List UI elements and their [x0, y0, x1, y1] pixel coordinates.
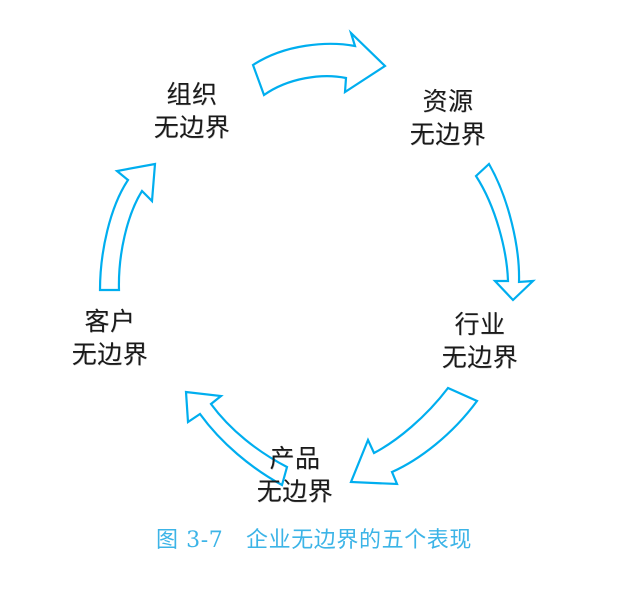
node-label-product: 产品 无边界	[215, 442, 375, 509]
curved-arrow-up-left-icon	[184, 390, 289, 487]
node-label-resource-line1: 资源	[422, 87, 474, 116]
node-label-organization-line1: 组织	[166, 80, 218, 109]
node-label-industry: 行业 无边界	[400, 308, 560, 375]
curved-arrow-right-icon	[251, 29, 387, 97]
curved-arrow-up-icon	[98, 162, 157, 292]
curved-arrow-down-left-icon	[349, 386, 479, 486]
node-label-product-line1: 产品	[269, 444, 321, 473]
node-label-product-line2: 无边界	[256, 477, 334, 507]
node-label-organization-line2: 无边界	[153, 113, 231, 143]
node-label-industry-line1: 行业	[454, 310, 506, 339]
figure-caption: 图 3-7 企业无边界的五个表现	[155, 528, 473, 553]
node-label-resource: 资源 无边界	[368, 85, 528, 152]
curved-arrow-down-icon	[474, 162, 536, 302]
node-label-customer-line1: 客户	[84, 307, 136, 336]
node-label-industry-line2: 无边界	[441, 343, 519, 373]
node-label-customer: 客户 无边界	[30, 305, 190, 372]
node-label-organization: 组织 无边界	[112, 78, 272, 145]
node-label-resource-line2: 无边界	[409, 120, 487, 150]
node-label-customer-line2: 无边界	[71, 340, 149, 370]
